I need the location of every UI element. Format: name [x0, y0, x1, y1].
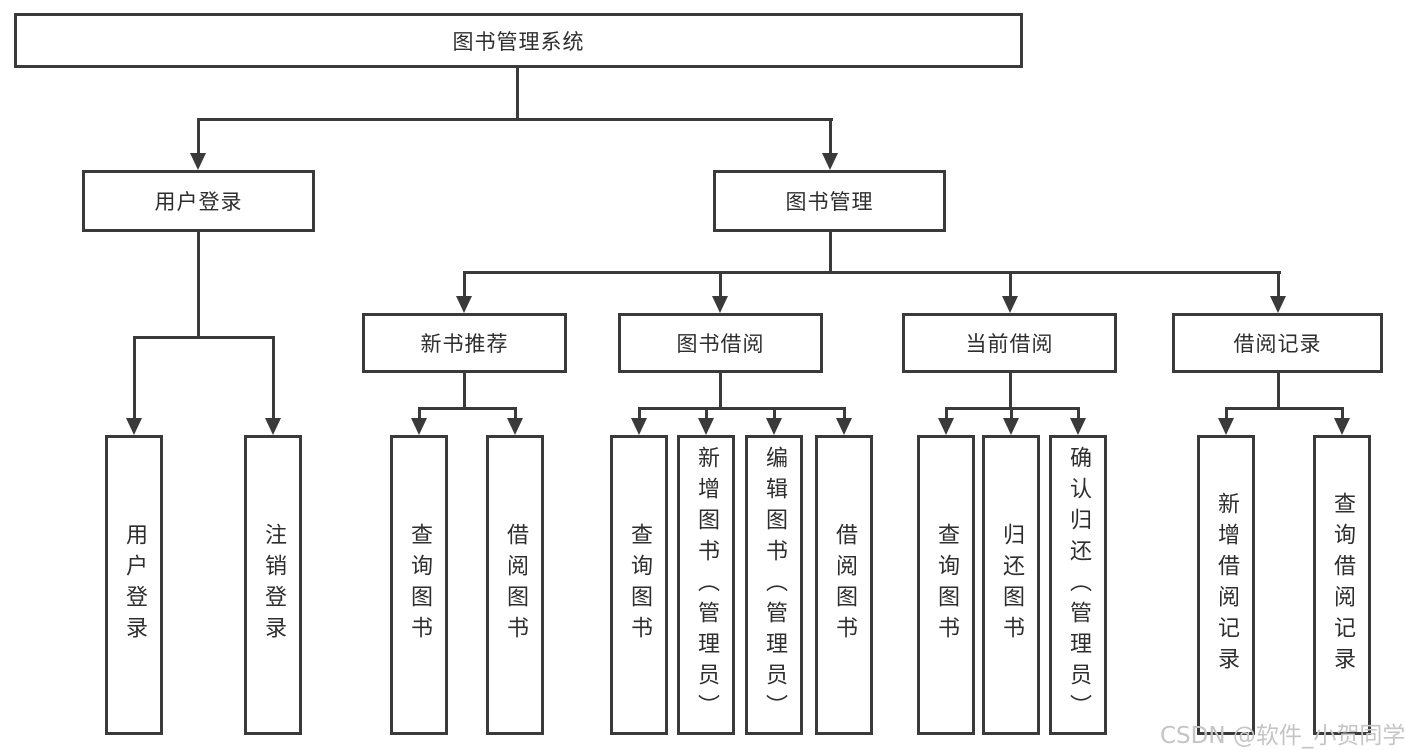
node-book-borrow: 图书借阅 — [618, 313, 823, 373]
connector-borrow-records-stub — [1277, 373, 1280, 410]
arrowhead-current-borrow — [1002, 296, 1018, 313]
connector-book-mgmt-rail — [463, 271, 1281, 274]
connector-drop-user-login — [197, 118, 200, 154]
connector-drop-leaf — [638, 407, 641, 419]
leaf-query-books-recommend: 查询图书 — [390, 435, 448, 735]
leaf-label: 编辑图书（管理员） — [762, 445, 787, 725]
node-book-management: 图书管理 — [713, 170, 946, 232]
arrowhead-borrow-records — [1270, 296, 1286, 313]
node-label: 新书推荐 — [420, 332, 509, 356]
node-user-login: 用户登录 — [82, 170, 315, 232]
connector-drop-leaf — [1341, 407, 1344, 419]
leaf-label: 确认归还（管理员） — [1066, 445, 1091, 725]
connector-drop-leaf — [843, 407, 846, 419]
connector-user-login-rail — [133, 336, 275, 339]
connector-book-borrow-rail — [638, 407, 846, 410]
connector-drop-book-mgmt — [829, 118, 832, 154]
leaf-confirm-return-admin: 确认归还（管理员） — [1049, 435, 1107, 735]
node-library-management-system: 图书管理系统 — [14, 13, 1023, 68]
connector-drop-leaf — [514, 407, 517, 419]
leaf-add-borrow-record: 新增借阅记录 — [1197, 435, 1255, 735]
connector-drop-logout-leaf — [272, 336, 275, 419]
leaf-label: 查询图书 — [407, 523, 432, 647]
connector-drop-new-books — [463, 271, 466, 297]
arrowhead-leaf — [1334, 418, 1350, 435]
arrowhead-leaf — [631, 418, 647, 435]
arrowhead-user-login — [190, 153, 206, 170]
connector-drop-leaf — [418, 407, 421, 419]
node-new-book-recommend: 新书推荐 — [362, 313, 567, 373]
node-label: 用户登录 — [154, 190, 243, 214]
arrowhead-leaf — [1218, 418, 1234, 435]
connector-drop-leaf — [1010, 407, 1013, 419]
leaf-label: 查询图书 — [934, 523, 959, 647]
connector-borrow-records-rail — [1225, 407, 1344, 410]
node-label: 图书借阅 — [676, 332, 765, 356]
arrowhead-leaf — [836, 418, 852, 435]
arrowhead-leaf — [766, 418, 782, 435]
arrowhead-leaf — [698, 418, 714, 435]
node-label: 借阅记录 — [1233, 332, 1322, 356]
arrowhead-new-books — [456, 296, 472, 313]
node-label: 图书管理 — [785, 190, 874, 214]
leaf-query-books-current: 查询图书 — [917, 435, 975, 735]
leaf-label: 注销登录 — [261, 523, 286, 647]
leaf-query-borrow-record: 查询借阅记录 — [1313, 435, 1371, 735]
connector-root-rail — [197, 118, 833, 121]
leaf-query-books-borrow: 查询图书 — [610, 435, 668, 735]
connector-drop-book-borrow — [719, 271, 722, 297]
leaf-label: 借阅图书 — [503, 523, 528, 647]
leaf-label: 新增图书（管理员） — [694, 445, 719, 725]
connector-drop-borrow-records — [1277, 271, 1280, 297]
leaf-label: 归还图书 — [999, 523, 1024, 647]
leaf-user-login: 用户登录 — [105, 435, 163, 735]
arrowhead-logout-leaf — [265, 418, 281, 435]
leaf-add-books-admin: 新增图书（管理员） — [677, 435, 735, 735]
leaf-return-books: 归还图书 — [982, 435, 1040, 735]
connector-current-borrow-stub — [1009, 373, 1012, 410]
leaf-edit-books-admin: 编辑图书（管理员） — [745, 435, 803, 735]
connector-drop-leaf — [773, 407, 776, 419]
arrowhead-leaf — [507, 418, 523, 435]
leaf-label: 新增借阅记录 — [1214, 492, 1239, 678]
connector-drop-leaf — [705, 407, 708, 419]
node-borrow-records: 借阅记录 — [1172, 313, 1383, 373]
leaf-logout: 注销登录 — [244, 435, 302, 735]
connector-drop-leaf — [1077, 407, 1080, 419]
connector-root-stub — [516, 68, 519, 121]
leaf-borrow-books: 借阅图书 — [815, 435, 873, 735]
connector-drop-leaf — [945, 407, 948, 419]
connector-new-books-stub — [463, 373, 466, 410]
node-label: 当前借阅 — [965, 332, 1054, 356]
arrowhead-login-leaf — [126, 418, 142, 435]
arrowhead-leaf — [1070, 418, 1086, 435]
leaf-label: 用户登录 — [122, 523, 147, 647]
arrowhead-book-borrow — [712, 296, 728, 313]
arrowhead-book-mgmt — [822, 153, 838, 170]
leaf-label: 查询图书 — [627, 523, 652, 647]
connector-drop-login-leaf — [133, 336, 136, 419]
leaf-borrow-books-recommend: 借阅图书 — [486, 435, 544, 735]
connector-new-books-rail — [418, 407, 517, 410]
connector-user-login-stub — [197, 232, 200, 339]
arrowhead-leaf — [1003, 418, 1019, 435]
leaf-label: 借阅图书 — [832, 523, 857, 647]
connector-book-mgmt-stub — [829, 232, 832, 274]
connector-drop-leaf — [1225, 407, 1228, 419]
connector-book-borrow-stub — [719, 373, 722, 410]
csdn-watermark: CSDN @软件_小贺同学 — [1160, 723, 1405, 749]
node-label: 图书管理系统 — [452, 29, 585, 54]
node-current-borrow: 当前借阅 — [902, 313, 1117, 373]
leaf-label: 查询借阅记录 — [1330, 492, 1355, 678]
connector-drop-current-borrow — [1009, 271, 1012, 297]
arrowhead-leaf — [411, 418, 427, 435]
arrowhead-leaf — [938, 418, 954, 435]
